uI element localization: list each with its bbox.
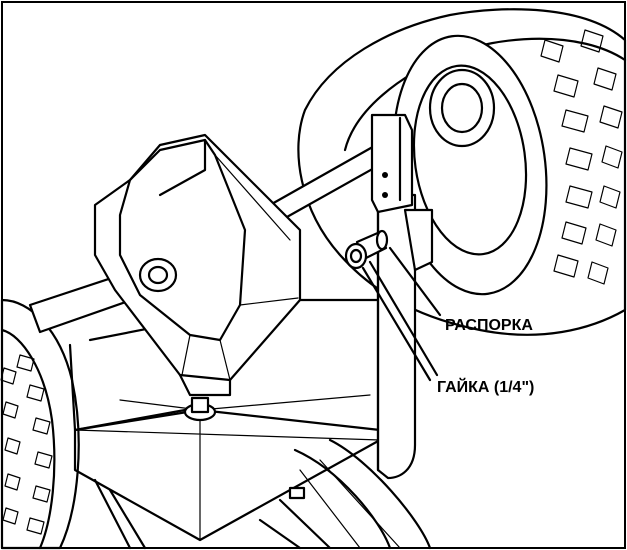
nut-leader-line-2 — [368, 260, 439, 377]
post-bracket — [370, 113, 414, 214]
nut-part — [344, 242, 368, 270]
nut-label: ГАЙКА (1/4") — [437, 377, 534, 396]
vertical-post — [370, 113, 434, 480]
nut-leader-line — [361, 266, 432, 382]
gearbox-housing — [93, 133, 302, 397]
right-wheel-hub — [428, 68, 496, 148]
axle-bearing — [138, 257, 178, 293]
side-plate — [403, 208, 434, 272]
spacer-leader-line — [388, 246, 442, 317]
spacer-label: РАСПОРКА — [445, 317, 533, 334]
bottom-fitting — [183, 396, 217, 422]
